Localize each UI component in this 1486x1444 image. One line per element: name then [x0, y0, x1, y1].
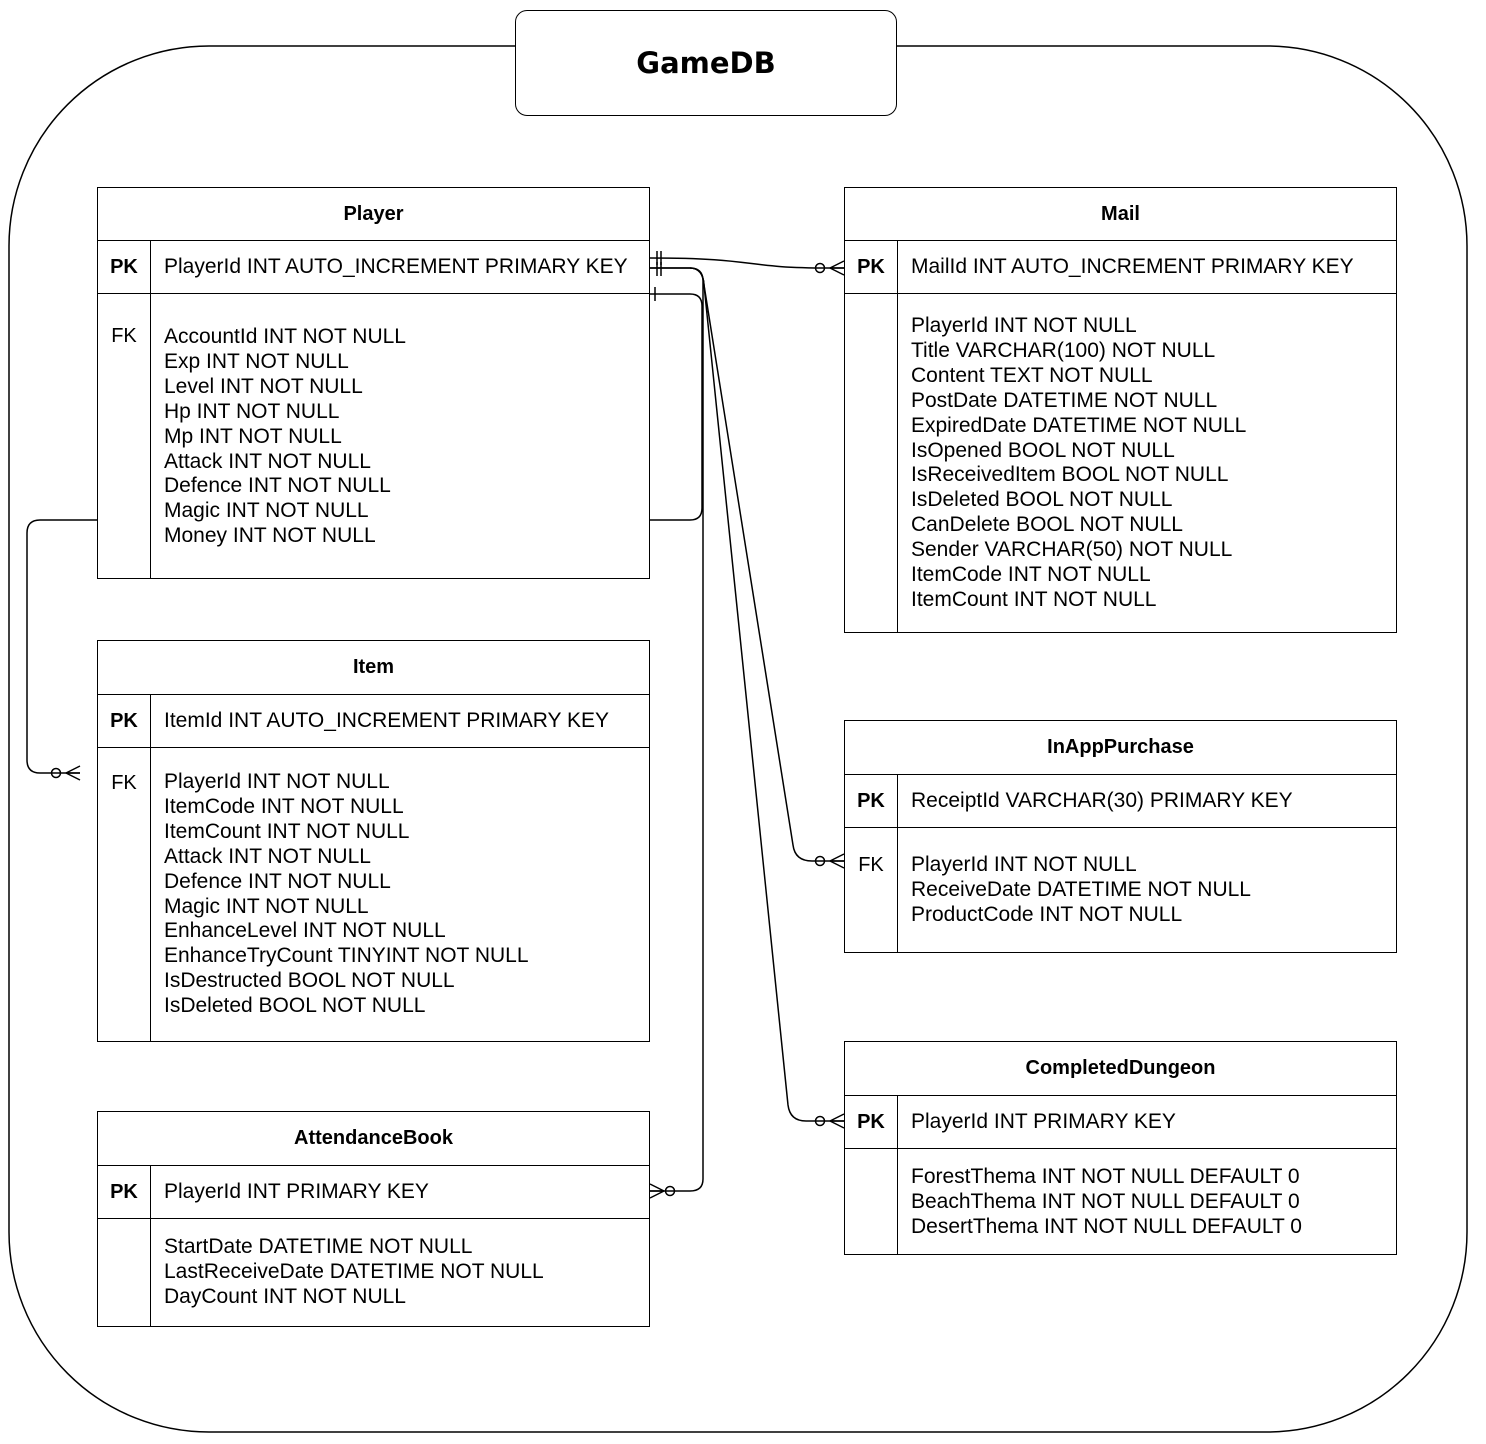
- field-row: Attack INT NOT NULL: [164, 449, 371, 473]
- field-row: ReceiveDate DATETIME NOT NULL: [911, 877, 1251, 901]
- entity-inapppurchase[interactable]: InAppPurchase PK ReceiptId VARCHAR(30) P…: [844, 720, 1397, 953]
- entity-title: CompletedDungeon: [845, 1042, 1396, 1096]
- relation-player-attendancebook: [650, 267, 704, 1192]
- pk-label: PK: [845, 775, 898, 828]
- field-row: Money INT NOT NULL: [164, 524, 376, 548]
- pk-field: ReceiptId VARCHAR(30) PRIMARY KEY: [898, 775, 1396, 828]
- field-row: AccountId INT NOT NULL: [164, 325, 406, 348]
- field-row: EnhanceLevel INT NOT NULL: [164, 919, 446, 943]
- database-title: GameDB: [515, 10, 897, 116]
- field-row: Sender VARCHAR(50) NOT NULL: [911, 538, 1233, 562]
- entity-item[interactable]: Item PK ItemId INT AUTO_INCREMENT PRIMAR…: [97, 640, 650, 1042]
- field-row: ItemCode INT NOT NULL: [164, 794, 404, 818]
- mail-many-marker-foot: [829, 260, 845, 276]
- field-row: IsOpened BOOL NOT NULL: [911, 438, 1175, 462]
- field-row: StartDate DATETIME NOT NULL: [164, 1235, 473, 1258]
- fk-label: FK: [845, 828, 898, 952]
- fk-label: [845, 1149, 898, 1254]
- field-row: ProductCode INT NOT NULL: [911, 902, 1183, 926]
- entity-title: Player: [98, 188, 649, 241]
- field-row: Title VARCHAR(100) NOT NULL: [911, 338, 1216, 362]
- attendance-many-marker-circle: [664, 1185, 676, 1197]
- pk-field: MailId INT AUTO_INCREMENT PRIMARY KEY: [898, 241, 1396, 294]
- dungeon-many-marker-circle: [814, 1115, 826, 1127]
- entity-attendancebook[interactable]: AttendanceBook PK PlayerId INT PRIMARY K…: [97, 1111, 650, 1327]
- entity-mail[interactable]: Mail PK MailId INT AUTO_INCREMENT PRIMAR…: [844, 187, 1397, 633]
- field-row: IsDeleted BOOL NOT NULL: [164, 994, 426, 1018]
- entity-title: AttendanceBook: [98, 1112, 649, 1166]
- field-row: Magic INT NOT NULL: [164, 894, 369, 918]
- pk-field: PlayerId INT PRIMARY KEY: [151, 1166, 649, 1219]
- dungeon-many-marker-foot: [829, 1113, 845, 1129]
- entity-title: InAppPurchase: [845, 721, 1396, 775]
- item-many-marker-foot: [65, 765, 81, 781]
- field-row: Defence INT NOT NULL: [164, 474, 391, 498]
- pk-label: PK: [845, 1096, 898, 1149]
- field-row: Level INT NOT NULL: [164, 374, 363, 398]
- field-row: EnhanceTryCount TINYINT NOT NULL: [164, 944, 529, 968]
- field-row: BeachThema INT NOT NULL DEFAULT 0: [911, 1189, 1300, 1213]
- pk-label: PK: [98, 695, 151, 748]
- field-row: Attack INT NOT NULL: [164, 844, 371, 868]
- field-row: ExpiredDate DATETIME NOT NULL: [911, 413, 1247, 437]
- pk-field: ItemId INT AUTO_INCREMENT PRIMARY KEY: [151, 695, 649, 748]
- field-row: ForestThema INT NOT NULL DEFAULT 0: [911, 1165, 1300, 1188]
- field-row: Hp INT NOT NULL: [164, 399, 340, 423]
- pk-label: PK: [845, 241, 898, 294]
- field-row: Exp INT NOT NULL: [164, 349, 349, 373]
- fk-label: [98, 1219, 151, 1326]
- field-row: IsDestructed BOOL NOT NULL: [164, 969, 455, 993]
- field-row: ItemCount INT NOT NULL: [164, 819, 410, 843]
- relation-player-completeddungeon: [650, 267, 844, 1122]
- entity-completeddungeon[interactable]: CompletedDungeon PK PlayerId INT PRIMARY…: [844, 1041, 1397, 1255]
- relation-player-inapppurchase: [650, 267, 844, 862]
- fk-label: [845, 294, 898, 632]
- pk-field: PlayerId INT AUTO_INCREMENT PRIMARY KEY: [151, 241, 649, 294]
- field-row: Content TEXT NOT NULL: [911, 363, 1153, 387]
- field-row: Mp INT NOT NULL: [164, 424, 342, 448]
- inapp-many-marker-foot: [829, 853, 845, 869]
- field-row: IsReceivedItem BOOL NOT NULL: [911, 463, 1229, 487]
- entity-title: Item: [98, 641, 649, 695]
- field-row: Magic INT NOT NULL: [164, 499, 369, 523]
- inapp-many-marker-circle: [814, 855, 826, 867]
- field-row: CanDelete BOOL NOT NULL: [911, 513, 1183, 537]
- item-many-marker-circle: [50, 767, 62, 779]
- relation-player-mail: [649, 257, 844, 269]
- field-row: Defence INT NOT NULL: [164, 869, 391, 893]
- pk-field: PlayerId INT PRIMARY KEY: [898, 1096, 1396, 1149]
- entity-title: Mail: [845, 188, 1396, 241]
- field-row: LastReceiveDate DATETIME NOT NULL: [164, 1259, 544, 1283]
- field-row: ItemCode INT NOT NULL: [911, 563, 1151, 587]
- field-row: PlayerId INT NOT NULL: [164, 770, 390, 793]
- field-row: DayCount INT NOT NULL: [164, 1284, 406, 1308]
- field-row: DesertThema INT NOT NULL DEFAULT 0: [911, 1214, 1302, 1238]
- pk-label: PK: [98, 241, 151, 294]
- mail-many-marker-circle: [814, 262, 826, 274]
- field-row: ItemCount INT NOT NULL: [911, 587, 1157, 611]
- one-marker: [656, 262, 662, 276]
- field-row: IsDeleted BOOL NOT NULL: [911, 488, 1173, 512]
- field-row: PlayerId INT NOT NULL: [911, 853, 1137, 876]
- attendance-many-marker-foot: [649, 1183, 665, 1199]
- fk-label: FK: [98, 748, 151, 1041]
- field-row: PlayerId INT NOT NULL: [911, 314, 1137, 337]
- fk-label: FK: [98, 294, 151, 578]
- entity-player[interactable]: Player PK PlayerId INT AUTO_INCREMENT PR…: [97, 187, 650, 579]
- pk-label: PK: [98, 1166, 151, 1219]
- field-row: PostDate DATETIME NOT NULL: [911, 388, 1218, 412]
